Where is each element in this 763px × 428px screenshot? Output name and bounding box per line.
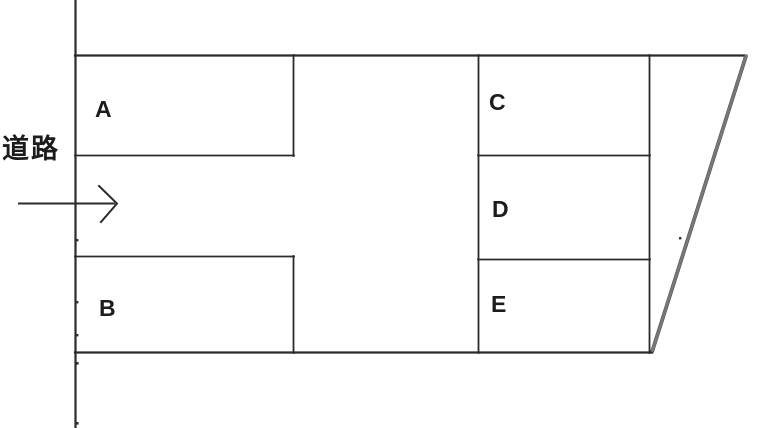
speck [76,334,79,337]
parcel-c-label: C [489,89,507,115]
speck [76,422,79,425]
parcel-d-label: D [492,196,510,222]
parcel-e-label: E [491,291,507,317]
speck [76,362,79,365]
road-arrow-head-icon [97,184,119,224]
parcel-a-label: A [95,96,113,122]
speck [679,237,682,240]
parcel-b-label: B [99,295,117,321]
scan-speck-group [76,237,682,425]
slanted-boundary-hatching [650,54,748,354]
speck [76,301,79,304]
road-label: 道路 [2,134,60,164]
speck [76,239,79,242]
